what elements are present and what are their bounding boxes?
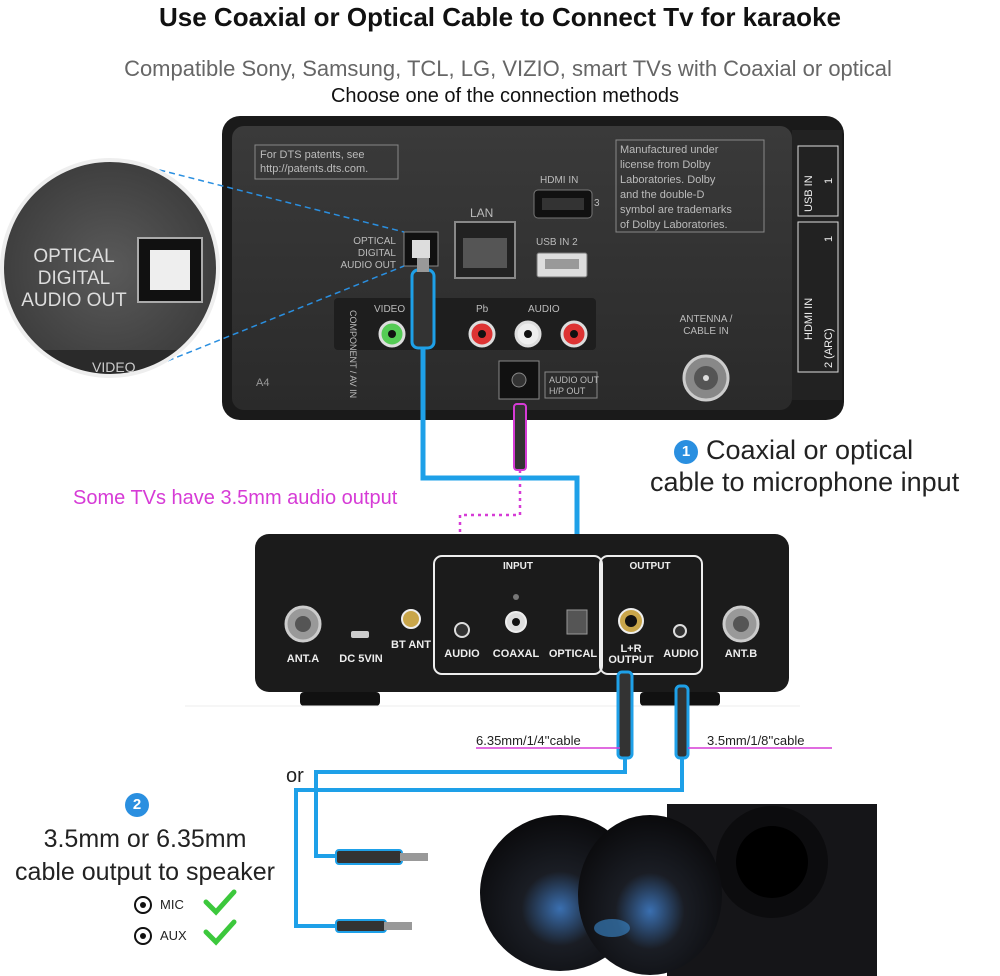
side-hdmi-arc: 2 (ARC) bbox=[823, 328, 835, 368]
tv-optical-label-3: AUDIO OUT bbox=[340, 260, 396, 271]
speaker-system bbox=[480, 804, 877, 976]
karaoke-device: INPUT OUTPUT ANT.A DC 5VIN BT ANT AUDIO bbox=[255, 534, 789, 706]
dolby-note-line6: of Dolby Laboratories. bbox=[620, 219, 728, 231]
step-1-caption: Coaxial or optical cable to microphone i… bbox=[650, 434, 959, 498]
dc-label: DC 5VIN bbox=[339, 653, 382, 665]
step-2-caption: 3.5mm or 6.35mm cable output to speaker bbox=[0, 823, 290, 889]
coaxal-label: COAXAL bbox=[493, 648, 540, 660]
lr-output-label-2: OUTPUT bbox=[608, 654, 654, 666]
step-1-line-2: cable to microphone input bbox=[650, 466, 959, 498]
lan-label: LAN bbox=[470, 206, 493, 220]
pb-label: Pb bbox=[476, 304, 489, 315]
patent-note-line1: For DTS patents, see bbox=[260, 149, 365, 161]
step-2-badge: 2 bbox=[125, 793, 149, 817]
ant-b-label: ANT.B bbox=[725, 648, 757, 660]
patent-note-line2: http://patents.dts.com. bbox=[260, 163, 368, 175]
usb-in2-label: USB IN 2 bbox=[536, 237, 578, 248]
hdmi-in-number: 3 bbox=[594, 198, 600, 209]
ant-a-label: ANT.A bbox=[287, 653, 319, 665]
optical-in-label: OPTICAL bbox=[549, 648, 598, 660]
bt-antenna-port bbox=[402, 610, 420, 628]
zoom-label-3: AUDIO OUT bbox=[21, 290, 127, 311]
cable-35-label: 3.5mm/1/8''cable bbox=[707, 733, 804, 748]
audio-label: AUDIO bbox=[528, 304, 560, 315]
output-header: OUTPUT bbox=[629, 561, 670, 572]
or-label: or bbox=[286, 765, 304, 788]
bt-ant-label: BT ANT bbox=[391, 639, 431, 651]
zoom-label-2: DIGITAL bbox=[38, 268, 111, 289]
audio-in-jack bbox=[455, 623, 469, 637]
video-label: VIDEO bbox=[374, 304, 405, 315]
step-1-line-1: Coaxial or optical bbox=[650, 434, 959, 466]
component-label: COMPONENT / AV IN bbox=[348, 310, 358, 398]
cable-635-label: 6.35mm/1/4''cable bbox=[476, 733, 581, 748]
tv-optical-label-2: DIGITAL bbox=[358, 248, 397, 259]
dolby-note-line1: Manufactured under bbox=[620, 144, 719, 156]
antenna-label-2: CABLE IN bbox=[683, 326, 729, 337]
dolby-note-line5: symbol are trademarks bbox=[620, 204, 732, 216]
dc-port bbox=[351, 631, 369, 638]
aux-label: AUX bbox=[160, 928, 187, 943]
mic-label: MIC bbox=[160, 897, 184, 912]
audio-in-label: AUDIO bbox=[444, 648, 480, 660]
panel-code: A4 bbox=[256, 377, 269, 389]
hdmi-in-label: HDMI IN bbox=[540, 175, 578, 186]
input-header: INPUT bbox=[503, 561, 533, 572]
side-usb-label: USB IN bbox=[803, 175, 815, 212]
side-hdmi-number: 1 bbox=[823, 236, 835, 242]
step-2-line-2: cable output to speaker bbox=[0, 856, 290, 889]
zoom-label-1: OPTICAL bbox=[33, 246, 114, 267]
side-hdmi-label: HDMI IN bbox=[803, 298, 815, 340]
dolby-note-line3: Laboratories. Dolby bbox=[620, 174, 716, 186]
tv-optical-label-1: OPTICAL bbox=[353, 236, 396, 247]
mic-check-icon bbox=[206, 892, 234, 912]
audio-out-label-1: AUDIO OUT bbox=[549, 375, 600, 385]
dolby-note-line4: and the double-D bbox=[620, 189, 704, 201]
tv-35mm-note: Some TVs have 3.5mm audio output bbox=[73, 487, 397, 510]
audio-out-jack bbox=[674, 625, 686, 637]
audio-out-label: AUDIO bbox=[663, 648, 699, 660]
tv-back-panel: For DTS patents, see http://patents.dts.… bbox=[222, 116, 844, 420]
aux-check-icon bbox=[206, 922, 234, 942]
step-2-line-1: 3.5mm or 6.35mm bbox=[0, 823, 290, 856]
dolby-note-line2: license from Dolby bbox=[620, 159, 711, 171]
audio-out-label-2: H/P OUT bbox=[549, 386, 586, 396]
side-usb-number: 1 bbox=[823, 178, 835, 184]
antenna-label-1: ANTENNA / bbox=[680, 314, 733, 325]
optical-in-port bbox=[567, 610, 587, 634]
